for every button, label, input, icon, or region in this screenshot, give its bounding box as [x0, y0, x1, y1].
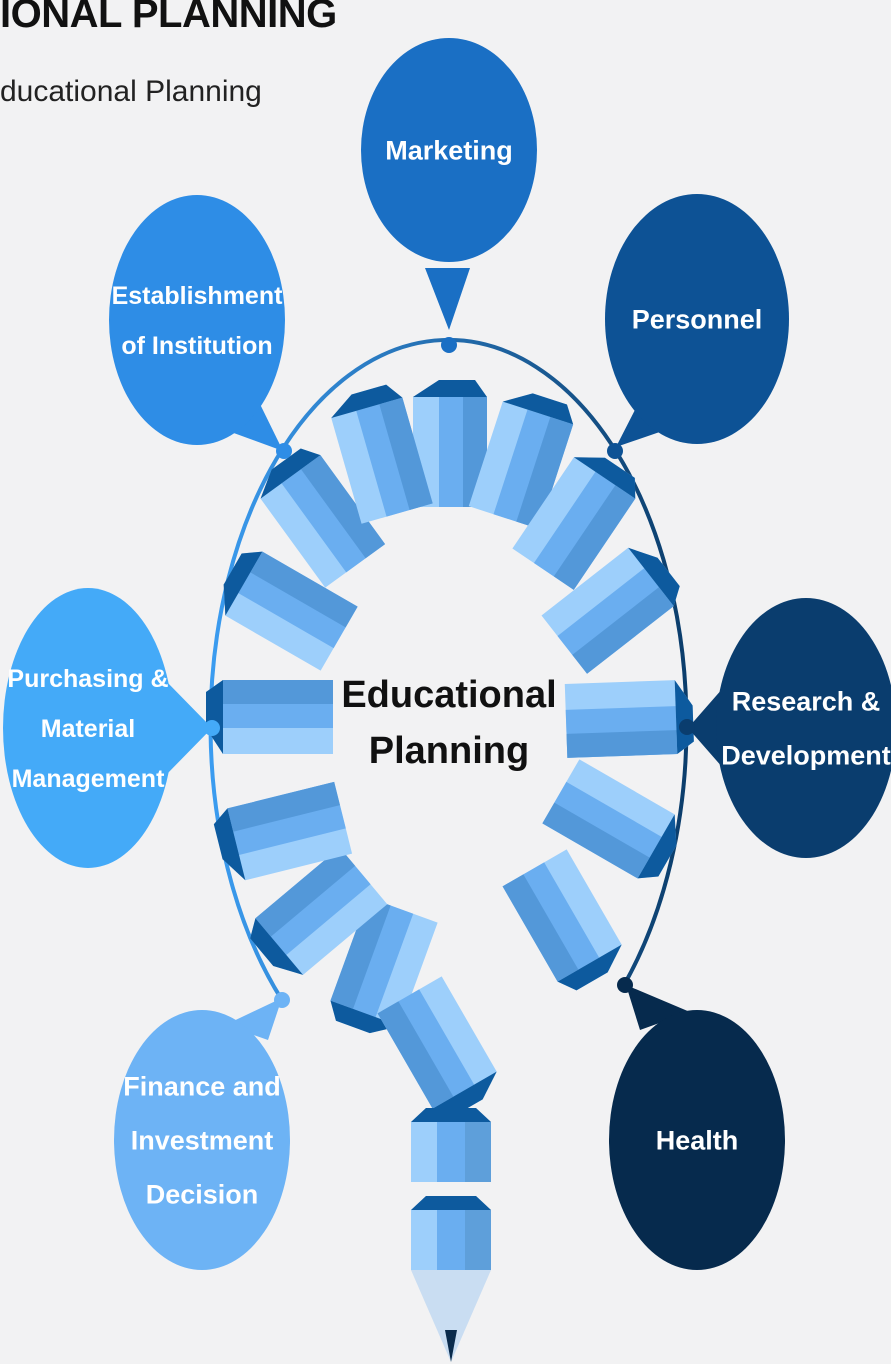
bubble-label: Personnel [632, 304, 763, 334]
bubble-label: Finance and [123, 1071, 281, 1101]
center-title: Educational [341, 674, 556, 716]
pencil-wood [411, 1270, 491, 1362]
bubble-shape [109, 195, 285, 445]
bubble-label: Management [12, 765, 165, 793]
bubble-label: Health [656, 1125, 739, 1155]
bubble-label: Purchasing & [7, 665, 168, 693]
bubble-shape [716, 598, 891, 858]
pencil-segment [502, 849, 622, 991]
topic-bubble-research-development: Research & Development [679, 598, 891, 858]
pencil-segment [206, 680, 333, 754]
bubble-shape [114, 1010, 290, 1270]
connector-dot [204, 720, 220, 736]
bubble-label: Establishment [112, 282, 284, 310]
bubble-pointer [220, 400, 283, 451]
bubble-shape [361, 38, 537, 262]
page-subtitle: ducational Planning [0, 75, 262, 108]
bubble-label: Investment [131, 1125, 274, 1155]
bubble-pointer [165, 680, 212, 776]
bubble-label: Research & [732, 686, 881, 716]
pencil-shaft-segment [411, 1196, 491, 1270]
pencil-segment [331, 384, 433, 524]
pencil-segment [223, 551, 358, 671]
pencil-shaft-segment [411, 1108, 491, 1182]
bubble-pointer [425, 268, 470, 330]
connector-dot [276, 443, 292, 459]
pencil-segment [564, 680, 694, 758]
pencil-segments [206, 380, 694, 1118]
connector-dot [441, 337, 457, 353]
connector-dot [274, 992, 290, 1008]
connector-dot [607, 443, 623, 459]
bubble-shape [609, 1010, 785, 1270]
pencil-segment [512, 457, 636, 590]
pencil-segment [541, 547, 680, 674]
pencil-segment [330, 897, 438, 1034]
topic-bubble-establishment-institution: Establishment of Institution [109, 195, 292, 459]
topic-bubble-marketing: Marketing [361, 38, 537, 353]
bubble-shape [3, 588, 173, 868]
topic-bubble-personnel: Personnel [605, 194, 789, 459]
bubble-label: Material [41, 715, 135, 743]
pencil-segment [213, 781, 353, 881]
connector-dot [679, 719, 695, 735]
bubble-pointer [626, 985, 690, 1030]
pencil-segment [468, 393, 574, 530]
bubble-label: Marketing [385, 135, 513, 165]
connector-dot [617, 977, 633, 993]
bubble-label: of Institution [121, 332, 272, 360]
bubble-label: Development [721, 740, 891, 770]
page-title: IONAL PLANNING [0, 0, 337, 36]
pencil-segment [260, 448, 386, 588]
pencil-segment [250, 847, 388, 975]
pencil-lead [445, 1330, 457, 1362]
bubble-label: Decision [146, 1179, 259, 1209]
pencil-segment [377, 976, 497, 1118]
topic-bubble-health: Health [609, 977, 785, 1270]
bubble-shape [605, 194, 789, 444]
center-title-line2: Planning [369, 730, 529, 772]
pencil-segment [542, 759, 677, 879]
pencil-tip [411, 1108, 491, 1362]
